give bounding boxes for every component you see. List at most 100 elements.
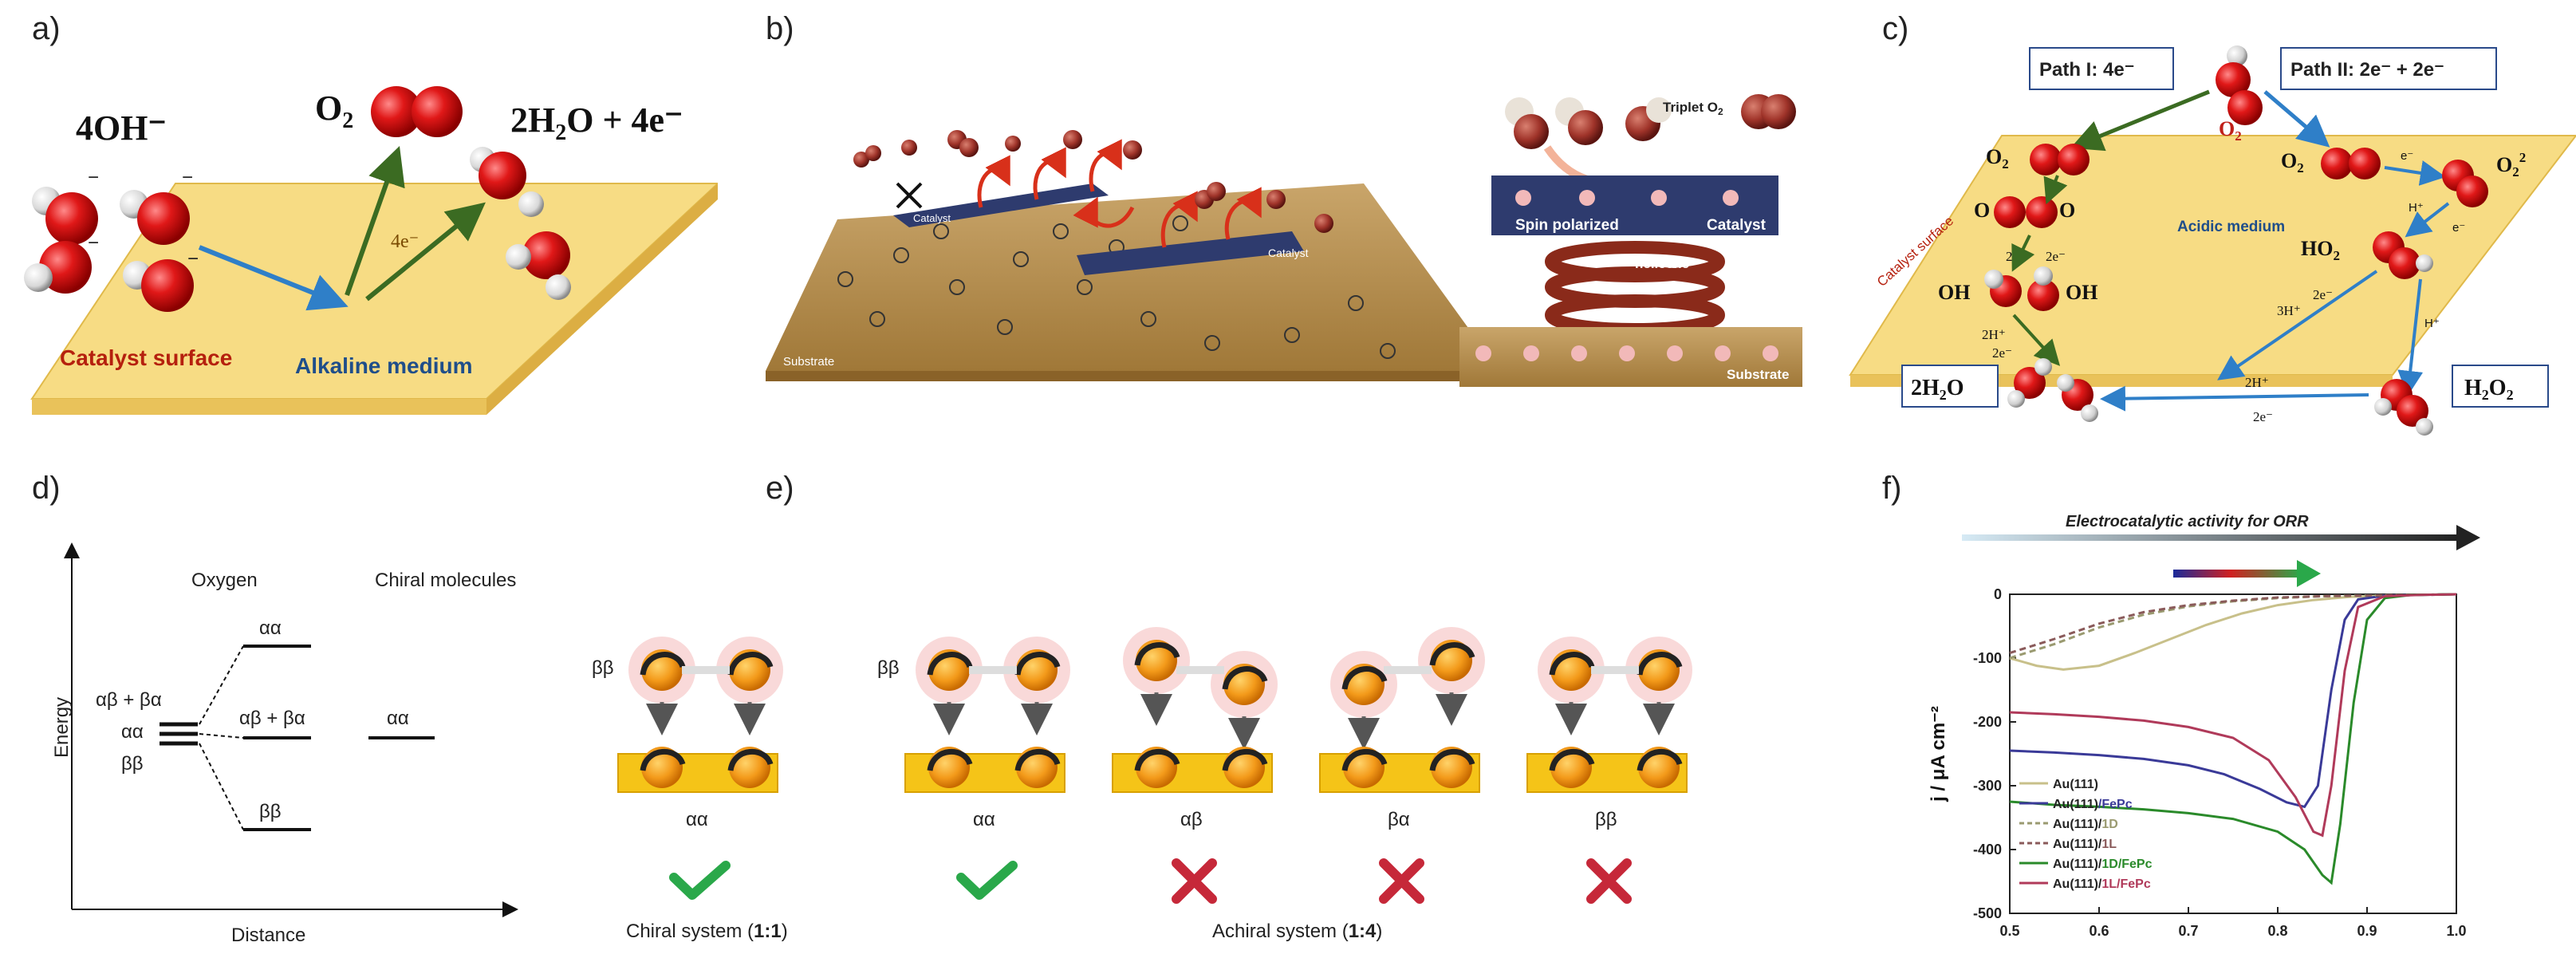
check-icon <box>669 861 731 900</box>
substrate-label: Substrate <box>783 355 834 369</box>
o-left-label: O <box>1974 199 1990 222</box>
charge-sign: − <box>182 167 193 188</box>
y-axis-label: Energy <box>51 697 73 758</box>
substrate-spin-label: αα <box>686 809 708 830</box>
o2-molecule <box>371 86 463 137</box>
panel-label-e: e) <box>766 471 794 506</box>
substrate-spin-label: βα <box>1388 809 1410 830</box>
oxygen-column-label: Oxygen <box>191 570 258 591</box>
panel-label-d: d) <box>32 471 61 506</box>
series-line <box>2009 593 2457 660</box>
cross-icon <box>1586 858 1632 904</box>
h-plus-label-2: H⁺ <box>2424 317 2440 330</box>
spin-inset: Triplet O2 Spin polarized Catalyst helic… <box>1459 94 1802 387</box>
green-arrow-up <box>345 146 405 296</box>
x-axis-label: Distance <box>231 925 305 946</box>
chiral-column-label: Chiral molecules <box>375 570 516 591</box>
oh-left-label: OH <box>1938 281 1970 304</box>
substrate-spin-arc <box>1014 749 1061 771</box>
mid-ab-ba-label: αβ + βα <box>239 708 305 729</box>
spin-arc <box>927 652 973 676</box>
h2o2-label: H2O2 <box>2464 376 2514 403</box>
flying-oxygen-molecules <box>853 130 1333 233</box>
spin-config: αα <box>617 637 783 900</box>
triplet-o2-label: Triplet O2 <box>1663 100 1723 117</box>
panel-a-diagram: Catalyst surface Alkaline medium − − − −… <box>24 86 718 415</box>
substrate-spin-label: αβ <box>1180 809 1203 830</box>
hydroxide-molecules: − − − − <box>24 167 199 312</box>
path-1-box <box>2029 47 2174 90</box>
x-tick-label: 0.6 <box>2089 923 2109 939</box>
panel-b-diagram: Substrate Catalyst Catalyst Triplet O2 <box>766 94 1802 387</box>
spin-configurations: αα αα αβ βα ββ <box>617 627 1692 904</box>
substrate-spin-label: αα <box>973 809 995 830</box>
spin-arc <box>727 652 774 676</box>
panel-d-diagram: Energy Distance Oxygen Chiral molecules … <box>51 542 518 946</box>
x-tick-label: 0.8 <box>2267 923 2287 939</box>
helicene-helix <box>1545 241 1725 336</box>
path-1-label: Path I: 4e⁻ <box>2039 59 2134 81</box>
x-tick-label: 0.7 <box>2178 923 2198 939</box>
spin-arc <box>1549 652 1595 676</box>
substrate-spin-arc <box>640 749 686 771</box>
chiral-system-caption: Chiral system (1:1) <box>626 921 788 942</box>
catalyst-strip-2 <box>1077 231 1304 275</box>
split-levels <box>243 645 435 831</box>
spin-config: ββ <box>1526 637 1692 904</box>
path-2-box <box>2280 47 2497 90</box>
series-line <box>2009 593 2457 655</box>
legend-entry: Au(111)/1D/FePc <box>2053 858 2153 871</box>
water-molecules <box>470 147 571 300</box>
step-2e-label: 2e⁻ <box>2046 249 2066 264</box>
substrate-spin-arc <box>1341 749 1388 771</box>
o2-right-label: O2 <box>2281 149 2304 175</box>
substrate-spin-label: ββ <box>1595 809 1617 830</box>
activity-arrow-head <box>2456 525 2480 550</box>
y-tick-label: -200 <box>1973 714 2002 730</box>
catalyst-label-2: Catalyst <box>1268 246 1309 259</box>
bb-label-1: ββ <box>592 657 614 679</box>
panel-label-c: c) <box>1882 11 1909 46</box>
helicene-label: helicene <box>1635 256 1689 271</box>
alkaline-medium-label: Alkaline medium <box>295 353 473 378</box>
activity-arrow-label: Electrocatalytic activity for ORR <box>2066 513 2309 530</box>
spin-arc <box>1014 652 1061 676</box>
h2o2-box <box>2452 365 2549 408</box>
legend-entry: Au(111)/1L/FePc <box>2053 877 2151 891</box>
spin-arc <box>1222 666 1268 690</box>
y-tick-label: -100 <box>1973 650 2002 666</box>
substrate-spin-arc <box>1549 749 1595 771</box>
panel-c-diagram: Path I: 4e⁻ Path II: 2e⁻ + 2e⁻ O2 Cataly… <box>1849 45 2576 436</box>
plot-frame <box>2009 593 2457 914</box>
catalyst-label: Catalyst <box>913 212 951 224</box>
product-label: 2H2O + 4e⁻ <box>510 101 683 145</box>
e-minus-label-2: e⁻ <box>2452 221 2465 235</box>
catalyst-right-label: Catalyst <box>1707 217 1767 234</box>
spin-polarized-label: Spin polarized <box>1515 217 1619 234</box>
step-3h: 3H⁺ <box>2277 303 2301 318</box>
x-tick-label: 1.0 <box>2446 923 2466 939</box>
substrate-right-label: Substrate <box>1727 367 1789 382</box>
legend-entry: Au(111)/FePc <box>2053 798 2133 811</box>
substrate-spin-arc <box>1429 749 1475 771</box>
legend-entry: Au(111)/1L <box>2053 838 2117 851</box>
degenerate-levels <box>160 722 198 746</box>
h2o-box <box>1901 365 1999 408</box>
reactant-label: 4OH⁻ <box>76 108 167 148</box>
substrate-slab <box>766 183 1499 371</box>
path-2-label: Path II: 2e⁻ + 2e⁻ <box>2290 59 2444 81</box>
step-2h-c: 2H⁺ <box>2245 375 2269 390</box>
electron-label: 4e⁻ <box>391 231 419 252</box>
charge-sign: − <box>187 248 199 270</box>
green-arrow-right <box>365 202 486 302</box>
step-2e-b: 2e⁻ <box>1992 345 2012 361</box>
spin-arc <box>1341 666 1388 690</box>
series-line <box>2009 593 2457 809</box>
x-tick-label: 0.9 <box>2357 923 2377 939</box>
legend-entry: Au(111) <box>2053 778 2098 791</box>
panel-label-b: b) <box>766 11 794 46</box>
oh-right-label: OH <box>2066 281 2097 304</box>
y-tick-label: 0 <box>1994 586 2002 602</box>
